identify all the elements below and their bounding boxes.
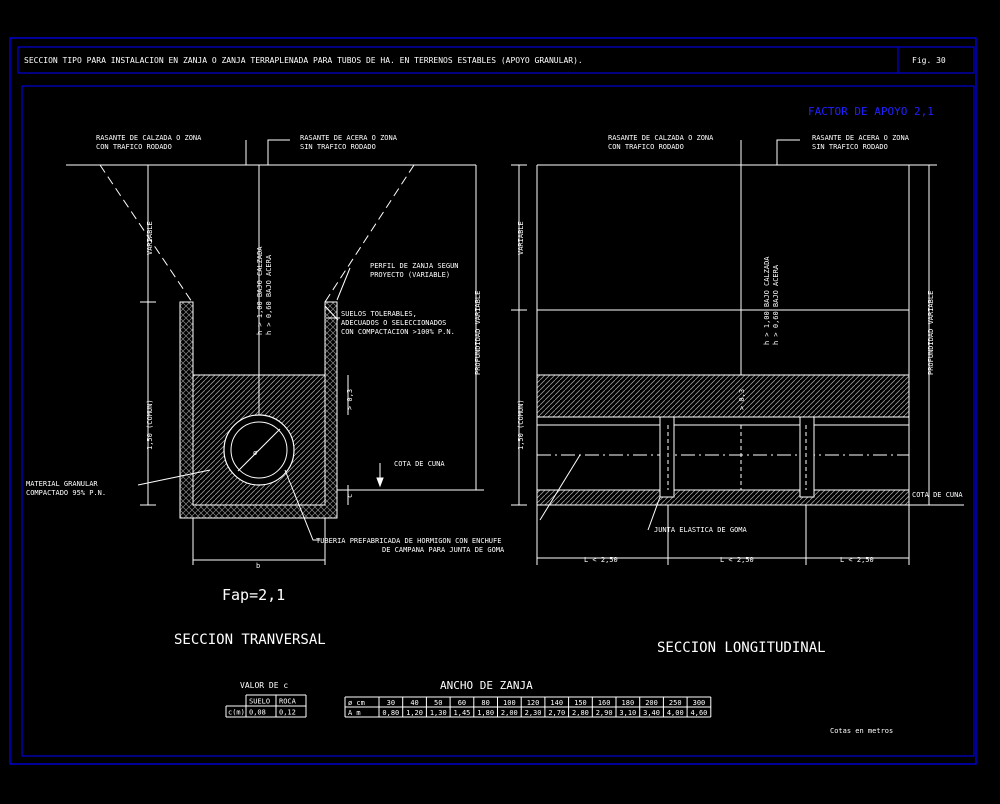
factor-apoyo: FACTOR DE APOYO 2,1 bbox=[808, 105, 934, 118]
ancho-diameter-cell: 30 bbox=[387, 699, 395, 707]
t-variable: VARIABLE bbox=[146, 221, 154, 255]
ancho-width-cell: 2,30 bbox=[525, 709, 542, 717]
transversal-title: SECCION TRANVERSAL bbox=[174, 632, 326, 648]
t-rasante-calzada-1: RASANTE DE CALZADA O ZONA bbox=[96, 134, 202, 142]
l-dim-3: L < 2,50 bbox=[840, 556, 874, 564]
ancho-diameter-cell: 300 bbox=[693, 699, 706, 707]
ancho-diameter-cell: 100 bbox=[503, 699, 516, 707]
ancho-width-cell: 4,00 bbox=[667, 709, 684, 717]
long-backfill-hatch bbox=[536, 374, 910, 418]
drawing-title: SECCION TIPO PARA INSTALACION EN ZANJA O… bbox=[24, 56, 583, 65]
l-rasante-calzada-1: RASANTE DE CALZADA O ZONA bbox=[608, 134, 714, 142]
ancho-width-cell: 3,40 bbox=[643, 709, 660, 717]
t-cover: > 0,3 bbox=[346, 389, 354, 410]
ancho-width-cell: 2,70 bbox=[548, 709, 565, 717]
outer-frame bbox=[9, 37, 977, 765]
joint-1 bbox=[659, 416, 675, 498]
l-h-acera: h > 0,60 BAJO ACERA bbox=[772, 264, 780, 345]
drawing-frame bbox=[21, 85, 975, 757]
t-suelos-1: SUELOS TOLERABLES, bbox=[341, 310, 417, 318]
valor-c-title: VALOR DE c bbox=[240, 681, 288, 690]
figure-number: Fig. 30 bbox=[912, 56, 946, 65]
l-profundidad: PROFUNDIDAD VARIABLE bbox=[927, 291, 935, 375]
ancho-row1-label: ø cm bbox=[348, 699, 365, 707]
ancho-zanja-table: ø cm A m 30 40 50 60 80 100 120 140 150 160 180 200 25… bbox=[344, 696, 712, 718]
t-material-2: COMPACTADO 95% P.N. bbox=[26, 489, 106, 497]
t-tuberia-1: TUBERIA PREFABRICADA DE HORMIGON CON ENC… bbox=[316, 537, 501, 545]
l-dim-2: L < 2,50 bbox=[720, 556, 754, 564]
t-b: b bbox=[256, 562, 260, 570]
valor-c-header: ROCA bbox=[279, 698, 297, 706]
ancho-diameter-cell: 80 bbox=[481, 699, 489, 707]
ancho-diameter-cell: 180 bbox=[622, 699, 635, 707]
longitudinal-section bbox=[511, 139, 964, 565]
t-diameter: ø bbox=[253, 449, 258, 457]
long-bed-hatch bbox=[536, 489, 910, 506]
l-rasante-acera-1: RASANTE DE ACERA O ZONA bbox=[812, 134, 910, 142]
ancho-width-cell: 0,80 bbox=[382, 709, 399, 717]
l-comun: 1,50 (COMUN) bbox=[517, 399, 525, 450]
ancho-width-cell: 1,45 bbox=[454, 709, 471, 717]
ancho-width-cell: 3,10 bbox=[619, 709, 636, 717]
t-perfil-2: PROYECTO (VARIABLE) bbox=[370, 271, 450, 279]
ancho-diameter-cell: 40 bbox=[410, 699, 418, 707]
l-dim-1: L < 2,50 bbox=[584, 556, 618, 564]
t-rasante-calzada-2: CON TRAFICO RODADO bbox=[96, 143, 172, 151]
t-h-acera: h > 0,60 BAJO ACERA bbox=[265, 254, 273, 335]
t-comun: 1,50 (COMUN) bbox=[146, 399, 154, 450]
title-frame bbox=[17, 46, 975, 74]
t-material-1: MATERIAL GRANULAR bbox=[26, 480, 98, 488]
ancho-diameter-cell: 120 bbox=[527, 699, 540, 707]
valor-c-cell: 0,12 bbox=[279, 709, 296, 717]
ancho-row2-label: A m bbox=[348, 709, 361, 717]
ancho-diameter-cell: 60 bbox=[458, 699, 466, 707]
t-c: c bbox=[346, 494, 354, 498]
l-h-calzada: h > 1,00 BAJO CALZADA bbox=[763, 256, 771, 345]
fap-label: Fap=2,1 bbox=[222, 586, 285, 604]
ancho-width-cell: 4,60 bbox=[691, 709, 708, 717]
ancho-width-cell: 1,80 bbox=[477, 709, 494, 717]
ancho-diameter-cell: 200 bbox=[645, 699, 658, 707]
t-rasante-acera-1: RASANTE DE ACERA O ZONA bbox=[300, 134, 398, 142]
l-rasante-calzada-2: CON TRAFICO RODADO bbox=[608, 143, 684, 151]
t-profundidad: PROFUNDIDAD VARIABLE bbox=[474, 291, 482, 375]
t-perfil-1: PERFIL DE ZANJA SEGUN bbox=[370, 262, 459, 270]
t-rasante-acera-2: SIN TRAFICO RODADO bbox=[300, 143, 376, 151]
ancho-width-cell: 1,20 bbox=[406, 709, 423, 717]
l-junta: JUNTA ELASTICA DE GOMA bbox=[654, 526, 748, 534]
valor-c-cell: 0,08 bbox=[249, 709, 266, 717]
valor-c-header: SUELO bbox=[249, 698, 270, 706]
ancho-width-cell: 2,00 bbox=[501, 709, 518, 717]
joint-2 bbox=[799, 416, 815, 498]
transversal-section bbox=[66, 139, 484, 565]
ancho-width-cell: 2,90 bbox=[596, 709, 613, 717]
ancho-width-cell: 2,80 bbox=[572, 709, 589, 717]
ancho-diameter-cell: 150 bbox=[574, 699, 587, 707]
l-rasante-acera-2: SIN TRAFICO RODADO bbox=[812, 143, 888, 151]
trench-walls-hatch bbox=[179, 301, 338, 519]
valor-c-table: SUELO ROCA c(m) 0,08 0,12 bbox=[225, 694, 307, 718]
ancho-diameter-cell: 50 bbox=[434, 699, 442, 707]
t-tuberia-2: DE CAMPANA PARA JUNTA DE GOMA bbox=[382, 546, 505, 554]
ancho-diameter-cell: 250 bbox=[669, 699, 682, 707]
l-variable: VARIABLE bbox=[517, 221, 525, 255]
l-cota: COTA DE CUNA bbox=[912, 491, 963, 499]
t-cota: COTA DE CUNA bbox=[394, 460, 445, 468]
t-h-calzada: h > 1,00 BAJO CALZADA bbox=[256, 246, 264, 335]
ancho-title: ANCHO DE ZANJA bbox=[440, 679, 533, 692]
t-suelos-2: ADECUADOS O SELECCIONADOS bbox=[341, 319, 446, 327]
t-suelos-3: CON COMPACTACION >100% P.N. bbox=[341, 328, 455, 336]
ancho-width-cell: 1,30 bbox=[430, 709, 447, 717]
l-cover: > 0,3 bbox=[738, 389, 746, 410]
ancho-diameter-cell: 140 bbox=[550, 699, 563, 707]
ancho-diameter-cell: 160 bbox=[598, 699, 611, 707]
cotas-note: Cotas en metros bbox=[830, 727, 893, 735]
longitudinal-title: SECCION LONGITUDINAL bbox=[657, 640, 826, 656]
valor-c-row-label: c(m) bbox=[228, 709, 245, 717]
